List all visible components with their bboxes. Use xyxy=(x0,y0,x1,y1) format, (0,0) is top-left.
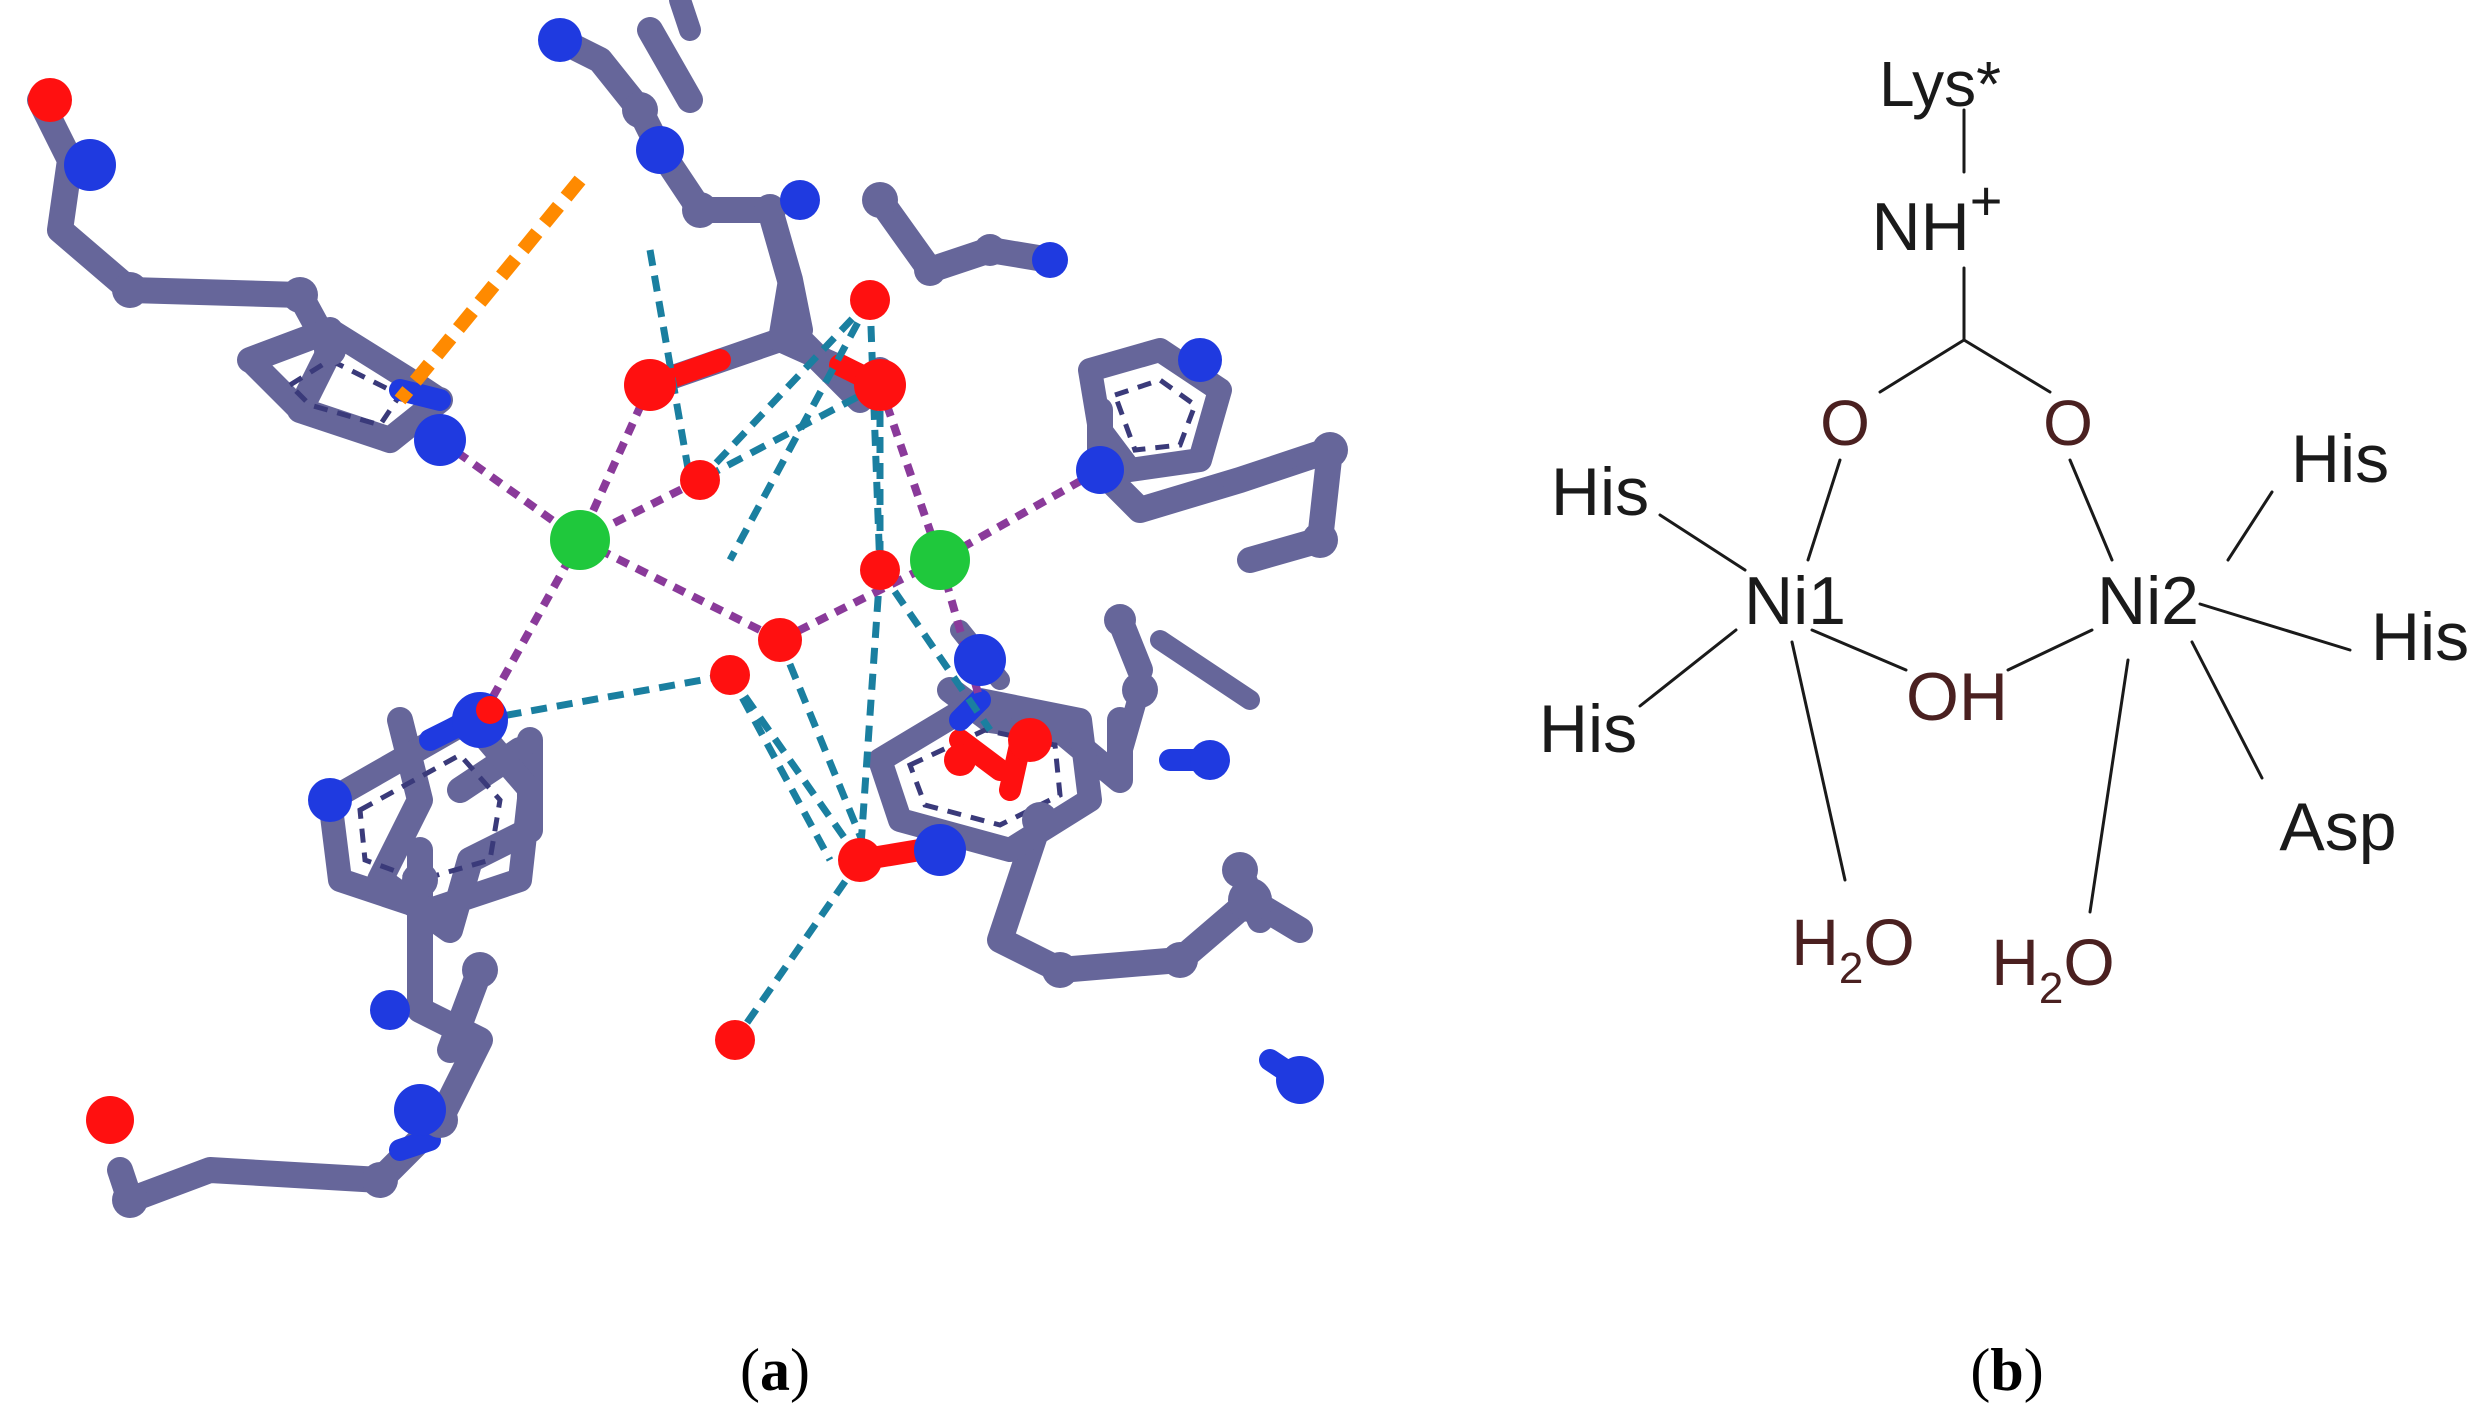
o-right-label: O xyxy=(2043,387,2093,459)
his-ni2-top-label: His xyxy=(2291,421,2389,497)
schematic-labels: Lys* NH+ O O Ni1 Ni2 OH His His His His … xyxy=(1539,48,2469,1013)
carbon-atoms xyxy=(112,92,1348,1218)
panel-a-label: (a) xyxy=(740,1337,810,1403)
carbon-sticks xyxy=(27,0,1343,1213)
his-ni1-top-label: His xyxy=(1551,454,1649,530)
nitrogen-atoms xyxy=(64,18,1324,1136)
lys-label: Lys* xyxy=(1879,48,2001,120)
panel-b-schematic: Lys* NH+ O O Ni1 Ni2 OH His His His His … xyxy=(1539,48,2469,1013)
oxygen-atoms xyxy=(28,78,1052,1144)
nickel-atoms xyxy=(550,510,970,590)
oh-label: OH xyxy=(1906,659,2008,735)
panel-b-label: (b) xyxy=(1970,1337,2043,1403)
h2o-left-label: H2O xyxy=(1791,905,1915,993)
schematic-bonds xyxy=(1638,108,2352,914)
his-ni2-right-label: His xyxy=(2371,599,2469,675)
ni1-label: Ni1 xyxy=(1744,563,1846,639)
o-left-label: O xyxy=(1820,387,1870,459)
panel-a-structure xyxy=(27,0,1348,1218)
hydrogen-bonds xyxy=(479,249,993,1042)
stacking-interaction xyxy=(394,175,586,405)
his-ni1-bottom-label: His xyxy=(1539,691,1637,767)
ni2-label: Ni2 xyxy=(2097,563,2199,639)
nh-plus-label: NH+ xyxy=(1872,169,2003,265)
h2o-right-label: H2O xyxy=(1991,925,2115,1013)
asp-label: Asp xyxy=(2279,789,2396,865)
